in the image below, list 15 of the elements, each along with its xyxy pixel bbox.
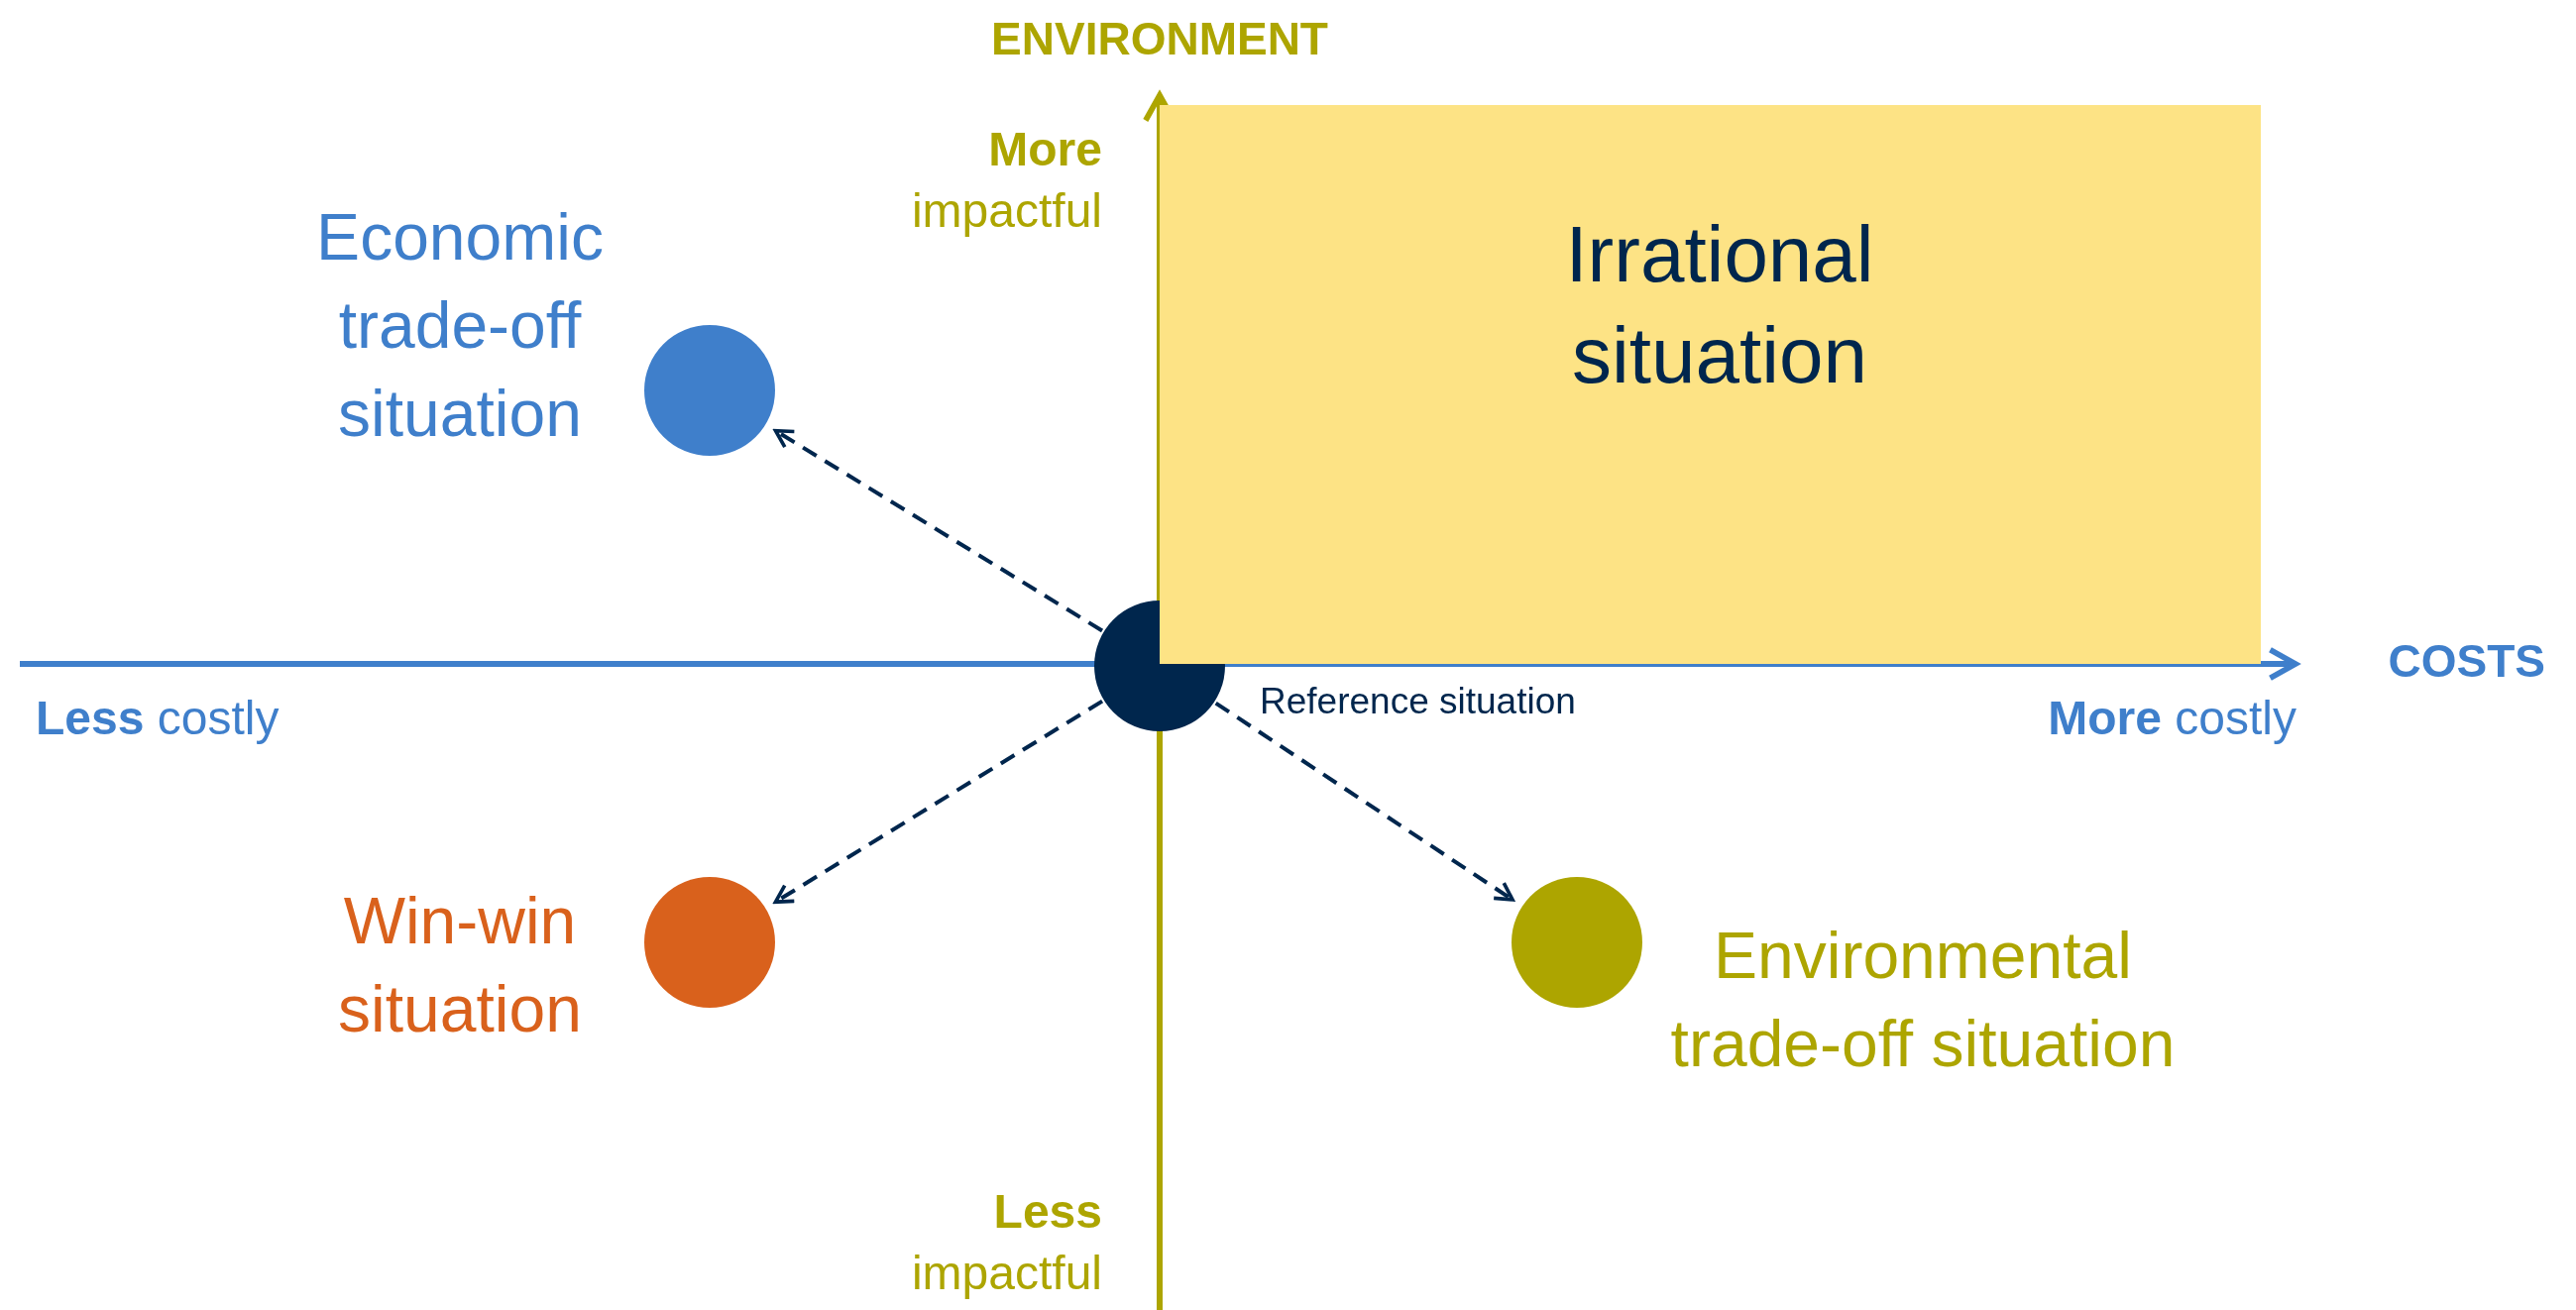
dashed-arrow: [773, 699, 1104, 904]
situation-label: Environmental trade-off situation: [1669, 918, 2177, 1082]
situation-label: Economic trade-off situation: [315, 199, 605, 452]
axis-end-label: More impactful: [911, 122, 1102, 239]
reference-label: Reference situation: [1260, 680, 1576, 723]
axis-title: ENVIRONMENT: [991, 12, 1328, 66]
axis-end-label: Less costly: [36, 691, 280, 746]
region-label: Irrational situation: [1564, 209, 1875, 401]
situation-label: Win-win situation: [337, 883, 583, 1047]
quadrant-area: [1160, 105, 2261, 664]
axis-end-label: More costly: [2048, 691, 2296, 746]
axis-end-label: Less impactful: [911, 1184, 1102, 1301]
axis-title: COSTS: [2388, 634, 2545, 689]
dashed-arrow: [773, 428, 1104, 633]
dashed-arrow: [1214, 701, 1514, 902]
